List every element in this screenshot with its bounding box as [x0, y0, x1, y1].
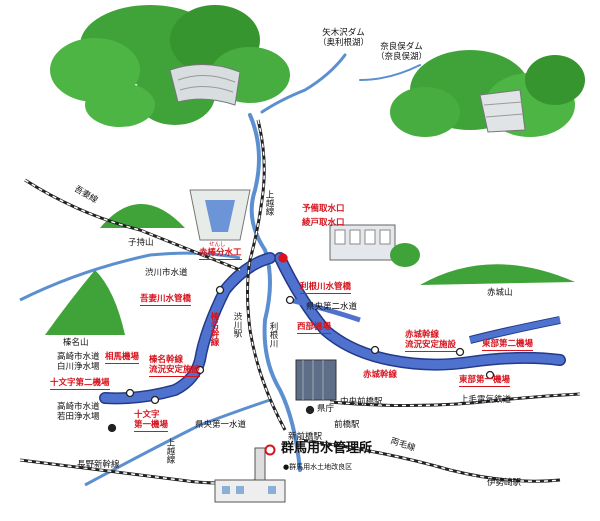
- maebashi-station-label: 前橋駅: [334, 420, 360, 430]
- yagisawa-lake-name: （奥利根湖）: [318, 38, 370, 48]
- shirakawa-plant-name: 白川浄水場: [57, 362, 100, 372]
- akagi-trunk-label: 赤城幹線: [363, 370, 398, 380]
- jomo-railway: [329, 392, 581, 408]
- tonegawa-label: 利根川: [268, 322, 278, 348]
- kencho-building: [295, 359, 337, 401]
- tobu-1-pump-label: 東部第一機場: [459, 375, 511, 387]
- chuo-maebashi-label: 中央前橋駅: [340, 397, 383, 407]
- naramata-dam-illustration: [479, 89, 526, 133]
- hq-name-label: 群馬用水管理所: [281, 441, 373, 456]
- takasaki-shirakawa-label: 高崎市水道 白川浄水場: [57, 352, 100, 372]
- mountain-range-top-left: [50, 5, 290, 127]
- soma-pump-label: 相馬機場: [105, 352, 140, 364]
- komochiyama-label: 子持山: [128, 238, 154, 248]
- naramata-dam-name: 奈良俣ダム: [380, 42, 423, 52]
- joetsu-line-label: 上越線: [264, 190, 274, 216]
- komochiyama-mountain: [100, 204, 185, 228]
- takasaki-water-name: 高崎市水道: [57, 352, 100, 362]
- tonegawa-river: [248, 53, 421, 472]
- akagi-trunk-canal: [274, 252, 566, 371]
- facility-markers: [107, 253, 495, 456]
- takasaki-wakata-label: 高崎市水道 若田浄水場: [57, 402, 100, 422]
- tobu-2-pump-label: 東部第二機場: [482, 339, 534, 351]
- senshi-ruby: せんし: [209, 242, 226, 248]
- seibu-pump-label: 西部機場: [297, 322, 332, 334]
- joetsu-line-railway: [246, 119, 287, 431]
- akagi-stability-name: 赤城幹線: [405, 330, 440, 340]
- agatsumagawa-bridge-label: 吾妻川水管橋: [140, 294, 192, 306]
- jumonji-1-name: 十文字: [134, 410, 160, 420]
- yobi-intake-label: 予備取水口: [302, 204, 345, 214]
- yagisawa-dam-illustration: [169, 63, 241, 106]
- shinmaebashi-label: 新前橋駅: [288, 432, 323, 442]
- yagisawa-dam-name: 矢木沢ダム: [322, 28, 365, 38]
- haruna-trunk-label: 榛名幹線: [209, 312, 219, 346]
- akagi-bunsuiko-label: 赤棒分水工: [199, 248, 242, 260]
- jumonji-1-pump-label: 十文字 第一機場: [134, 410, 169, 432]
- harunasan-mountain: [45, 270, 125, 335]
- harunasan-label: 榛名山: [63, 338, 89, 348]
- nagano-shinkansen-label: 長野新幹線: [77, 460, 120, 470]
- haruna-stability-label: 榛名幹線 流況安定施設: [149, 355, 201, 377]
- haruna-stability-sub: 流況安定施設: [149, 365, 201, 377]
- ryomo-line-railway: [299, 438, 561, 483]
- jumonji-2-pump-label: 十文字第二機場: [50, 378, 110, 390]
- haruna-stability-name: 榛名幹線: [149, 355, 184, 365]
- shibukawa-station-label: 渋川駅: [232, 312, 242, 338]
- isesaki-station-label: 伊勢崎駅: [487, 478, 522, 488]
- naramata-lake-name: （奈良俣湖）: [376, 52, 428, 62]
- hq-building: [214, 447, 286, 503]
- wakata-plant-name: 若田浄水場: [57, 412, 100, 422]
- intake-facility: [329, 224, 420, 267]
- kenou-1-water-label: 県央第一水道: [195, 420, 247, 430]
- yagisawa-dam-label: 矢木沢ダム （奥利根湖）: [318, 28, 369, 48]
- naramata-dam-label: 奈良俣ダム （奈良俣湖）: [376, 42, 427, 62]
- agatsumagawa-river: [19, 251, 241, 302]
- haruna-trunk-canal: [99, 252, 276, 405]
- tonegawa-bridge-label: 利根川水管橋: [300, 282, 352, 294]
- jomo-railway-label: 上毛電気鉄道: [460, 395, 512, 405]
- karasugawa-river: [84, 398, 271, 487]
- agatsuma-line-railway: [24, 178, 241, 272]
- akagiyama-label: 赤城山: [487, 288, 513, 298]
- joetsu-line-label-2: 上越線: [165, 438, 175, 464]
- akagiyama-mountain: [420, 264, 575, 285]
- akagi-bunsuiko-facility: [189, 189, 251, 241]
- akagi-stability-label: 赤城幹線 流況安定施設: [405, 330, 457, 352]
- kencho-label: 県庁: [317, 404, 335, 414]
- shibukawa-water-label: 渋川市水道: [145, 268, 188, 278]
- akagi-stability-sub: 流況安定施設: [405, 340, 457, 352]
- ayado-intake-label: 綾戸取水口: [302, 218, 345, 228]
- hq-sub-label: ●群馬用水土地改良区: [283, 463, 353, 471]
- kenou-2-water-label: 県央第二水道: [306, 302, 358, 312]
- takasaki-water2-name: 高崎市水道: [57, 402, 100, 412]
- jumonji-1-sub: 第一機場: [134, 420, 169, 432]
- kenou-2-canal: [289, 297, 561, 344]
